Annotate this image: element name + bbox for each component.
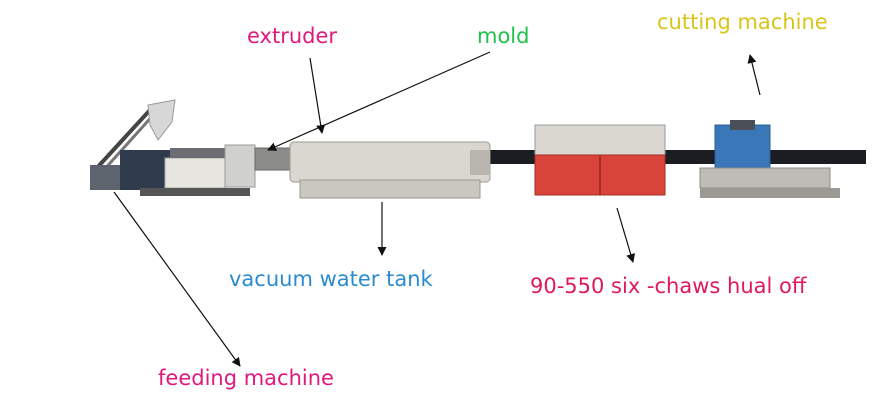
cutting-machine-illustration bbox=[699, 120, 840, 198]
label-cutting-machine: cutting machine bbox=[657, 10, 828, 34]
label-extruder: extruder bbox=[247, 24, 338, 48]
arrow-extruder bbox=[309, 57, 326, 134]
label-haul-off: 90-550 six -chaws hual off bbox=[530, 274, 807, 298]
arrow-feeding-machine bbox=[113, 191, 241, 367]
mold-illustration bbox=[254, 147, 291, 171]
vacuum-water-tank-illustration bbox=[289, 141, 491, 199]
arrow-cutting-machine bbox=[747, 54, 761, 96]
haul-off-illustration bbox=[534, 124, 666, 196]
arrow-mold bbox=[267, 51, 491, 151]
label-mold: mold bbox=[477, 24, 530, 48]
label-feeding-machine: feeding machine bbox=[158, 366, 334, 390]
extruder-illustration bbox=[120, 144, 256, 196]
arrow-haul-off bbox=[616, 207, 636, 263]
label-vacuum-water-tank: vacuum water tank bbox=[229, 267, 433, 291]
